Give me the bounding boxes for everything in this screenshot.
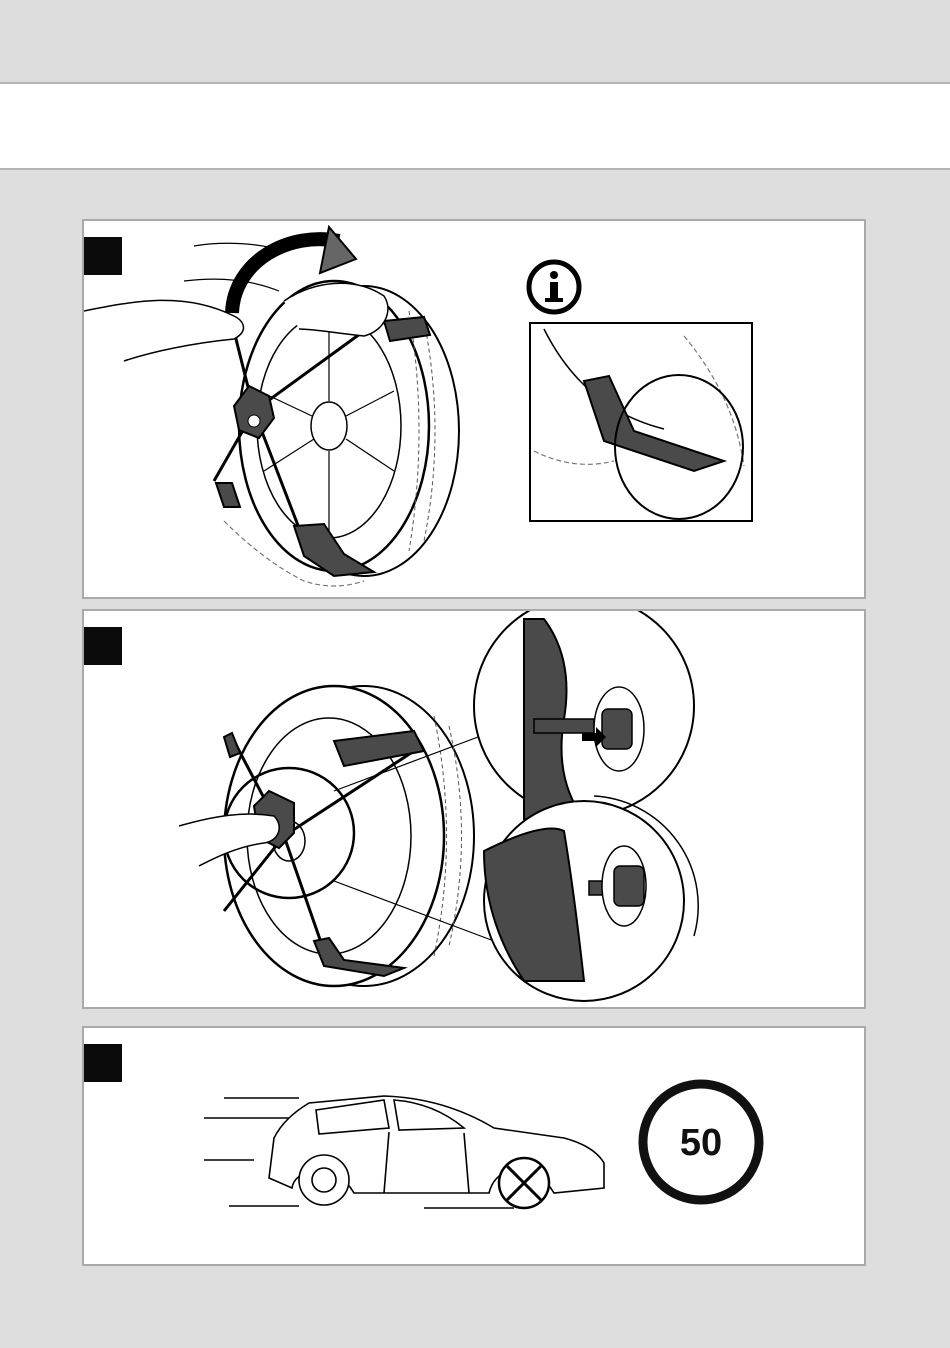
step-1-panel (82, 219, 866, 599)
speed-limit-sign: 50 (643, 1084, 759, 1200)
info-icon (529, 262, 579, 312)
top-band (0, 0, 950, 84)
step-1-illustration (84, 221, 866, 599)
header-band (0, 84, 950, 170)
step-2-panel (82, 609, 866, 1009)
step-2-illustration (84, 611, 866, 1009)
zoom-detail-top (474, 611, 694, 819)
step-3-illustration: 50 (84, 1028, 866, 1266)
hand-left (84, 300, 243, 361)
car (269, 1096, 604, 1208)
step-3-panel: 50 (82, 1026, 866, 1266)
zoom-detail-bottom (484, 796, 698, 1001)
speed-limit-value: 50 (680, 1122, 722, 1164)
